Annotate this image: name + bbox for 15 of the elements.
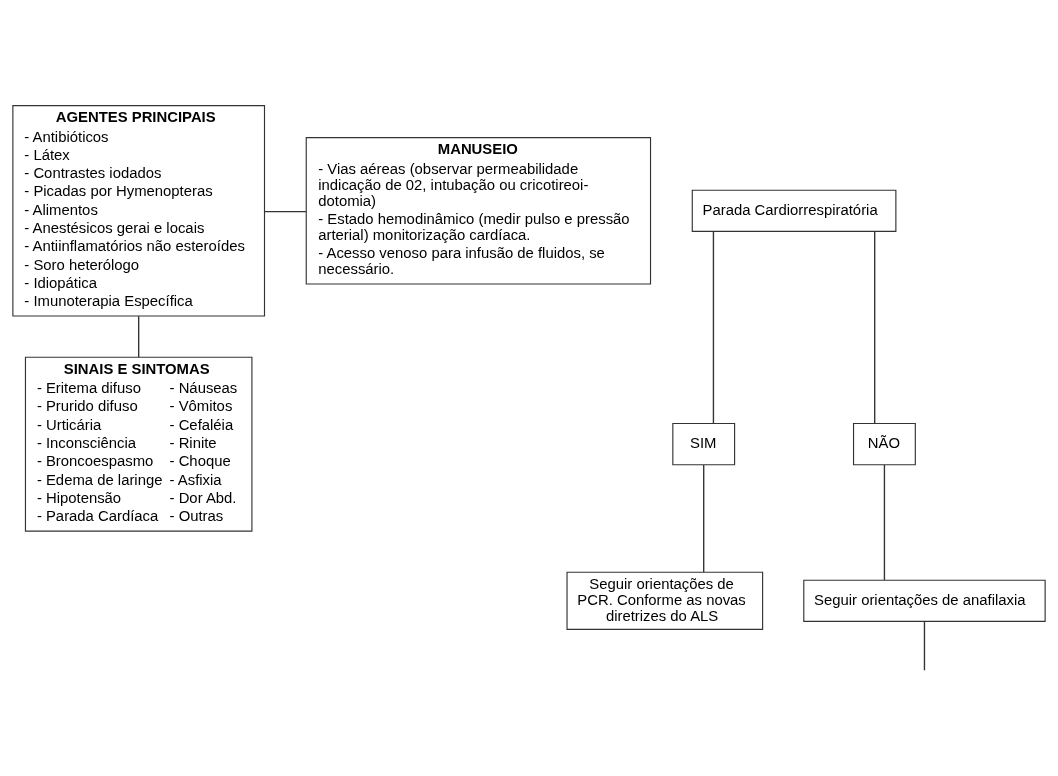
node-box: NÃO xyxy=(852,422,916,465)
node-box: AGENTES PRINCIPAIS - Antibióticos - Látex - Contrastes iodados - Picadas por Hymenopteras - Alimentos - Anestésicos gerai e locais - Antiinflamatórios não esteroídes - Soro heterólogo - Idiopática - Imunoterapia Específica xyxy=(12,104,266,317)
node-box: Parada Cardiorrespiratória xyxy=(691,189,897,232)
connector xyxy=(703,463,705,573)
connector xyxy=(883,463,886,581)
connector xyxy=(874,230,876,424)
node-box: SIM xyxy=(672,422,736,465)
connector xyxy=(923,620,926,671)
connector xyxy=(264,210,307,212)
connector xyxy=(138,315,140,358)
node-box: Seguir orientações de anafilaxia xyxy=(803,579,1046,622)
node-box: Seguir orientações de PCR. Conforme as novas diretrizes do ALS xyxy=(566,571,764,630)
node-box: SINAIS E SINTOMAS - Eritema difuso - Náuseas - Prurido difuso - Vômitos - Urticária - Cefaléia - Inconsciência - Rinite - Broncoespasmo - Choque - Edema de laringe - Asfixia - Hipotensão - Dor Abd. - Parada Cardíaca - Outras xyxy=(24,356,253,532)
connector xyxy=(712,230,715,424)
node-box: MANUSEIO - Vias aéreas (observar permeabilidade indicação de 02, intubação ou cricotireoi- dotomia) - Estado hemodinâmico (medir pulso e pressão arterial) monitorização cardíaca. - Acesso venoso para infusão de fluidos, se necessário. xyxy=(305,136,652,285)
